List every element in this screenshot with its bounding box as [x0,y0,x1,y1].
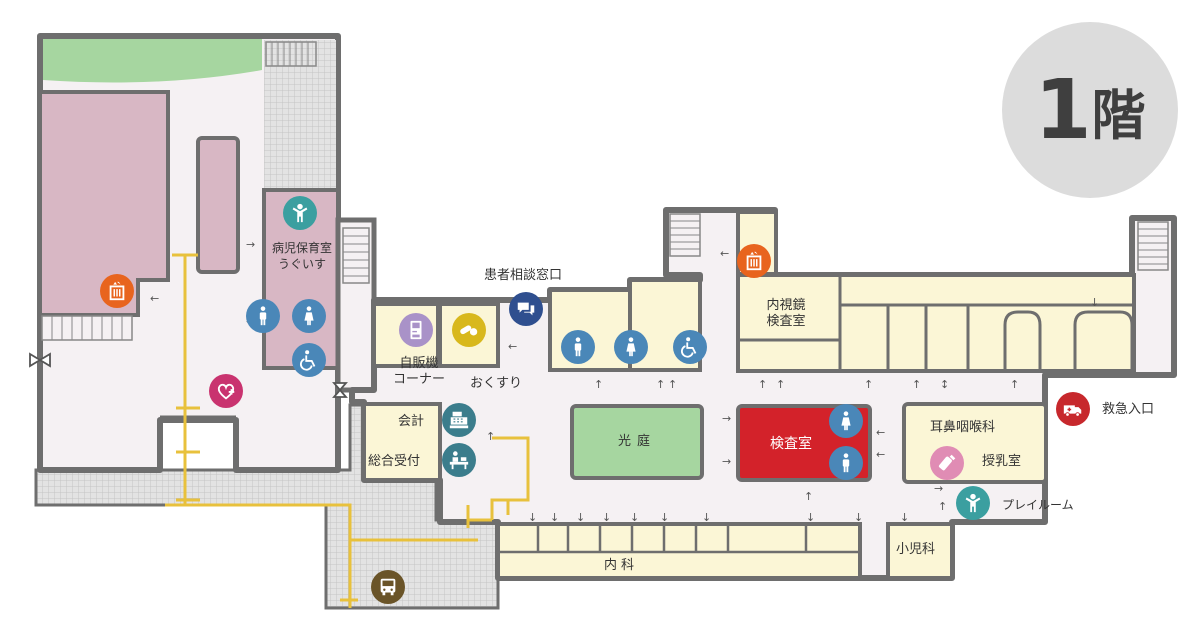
svg-text:↑: ↑ [804,490,813,503]
svg-text:↓: ↓ [854,511,863,524]
cash-register-icon[interactable] [442,403,476,437]
label-sick-child-care-line2: うぐいす [277,257,326,271]
svg-text:↑: ↑ [1010,378,1019,391]
svg-text:↑: ↑ [864,378,873,391]
west-vestibule [157,415,239,470]
reception-desk-icon[interactable] [442,443,476,477]
label-nursing: 授乳室 [982,454,1022,469]
svg-text:↓: ↓ [602,511,611,524]
pediatrics-room [886,522,954,580]
svg-text:→: → [722,412,731,425]
svg-text:↑: ↑ [594,378,603,391]
male-restroom-icon[interactable] [561,330,595,364]
label-medicine: おくすり [470,376,523,391]
label-vending-line1: 自販機 [399,356,439,371]
svg-text:↑: ↑ [668,378,677,391]
label-endoscopy-line2: 検査室 [766,314,806,329]
svg-text:↓: ↓ [900,511,909,524]
svg-text:↑: ↑ [776,378,785,391]
west-stairs [265,41,317,67]
svg-text:←: ← [720,247,729,260]
label-exam-room: 検査室 [770,436,812,452]
svg-text:→: → [722,455,731,468]
child-icon[interactable] [283,196,317,230]
svg-text:↕: ↕ [940,378,949,391]
elevator-icon[interactable] [100,274,134,308]
label-patient-consult: 患者相談窓口 [484,268,563,283]
baby-bottle-icon[interactable] [930,446,964,480]
svg-text:↓: ↓ [702,511,711,524]
pill-icon[interactable] [452,313,486,347]
svg-text:↓: ↓ [550,511,559,524]
label-sick-child-care-line1: 病児保育室 [271,241,332,255]
ent-room [902,402,1048,484]
male-restroom-icon[interactable] [246,299,280,333]
floor-number: 1 [1034,62,1092,158]
svg-text:↑: ↑ [656,378,665,391]
svg-text:↓: ↓ [630,511,639,524]
bus-icon[interactable] [371,570,405,604]
lawn [43,39,262,83]
svg-text:↑: ↑ [938,500,947,513]
label-reception: 総合受付 [368,454,421,469]
guidance-route [165,253,530,608]
svg-text:←: ← [876,426,885,439]
east-room-row [736,273,1136,373]
label-ent: 耳鼻咽喉科 [930,420,996,435]
label-internal-medicine: 内科 [604,558,639,573]
elevator-icon[interactable] [737,244,771,278]
direction-arrows: ← → ← ← ↑ ↑ ↑ ↑ ↑ ↑ ↑ ↕ ↑ ↓ ← → → ← ← → … [150,238,1099,524]
west-wing-tile-strip [264,40,336,190]
floor-suffix: 階 [1091,83,1146,147]
female-restroom-icon[interactable] [829,404,863,438]
svg-text:←: ← [876,448,885,461]
wheelchair-icon[interactable] [292,343,326,377]
ambulance-icon[interactable] [1056,392,1090,426]
chat-bubble-icon[interactable] [509,292,543,326]
svg-text:↑: ↑ [486,430,495,443]
label-sick-child-care: 病児保育室 うぐいす [264,240,340,272]
courtyard [570,404,704,480]
center-stairs [342,227,370,284]
svg-text:↓: ↓ [806,511,815,524]
label-vending: 自販機 コーナー [384,356,454,388]
child-icon[interactable] [956,486,990,520]
label-courtyard: 光庭 [617,434,656,449]
doors [29,352,348,398]
svg-text:→: → [246,238,255,251]
label-playroom: プレイルーム [1002,498,1074,512]
west-large-room [38,90,170,317]
east-stairs [1137,221,1169,271]
svg-text:↑: ↑ [912,378,921,391]
label-vending-line2: コーナー [392,372,445,387]
female-restroom-icon[interactable] [292,299,326,333]
label-accounting: 会計 [398,414,425,429]
svg-text:↓: ↓ [1090,296,1099,309]
floor-badge: 1 階 [1002,22,1178,198]
svg-text:↓: ↓ [660,511,669,524]
label-endoscopy-line1: 内視鏡 [766,298,806,313]
label-endoscopy: 内視鏡 検査室 [748,298,824,330]
reception-area [362,402,442,482]
label-pediatrics: 小児科 [896,542,936,557]
heart-plus-icon[interactable] [209,374,243,408]
svg-text:→: → [934,482,943,495]
svg-text:↓: ↓ [528,511,537,524]
female-restroom-icon[interactable] [614,330,648,364]
svg-text:←: ← [150,292,159,305]
vending-machine-icon[interactable] [399,313,433,347]
west-inner-room [196,136,240,274]
svg-text:↓: ↓ [576,511,585,524]
west-lower-stairs [41,315,133,341]
svg-text:←: ← [508,340,517,353]
wheelchair-icon[interactable] [673,330,707,364]
male-restroom-icon[interactable] [829,446,863,480]
svg-text:↑: ↑ [758,378,767,391]
label-emergency: 救急入口 [1102,402,1155,417]
